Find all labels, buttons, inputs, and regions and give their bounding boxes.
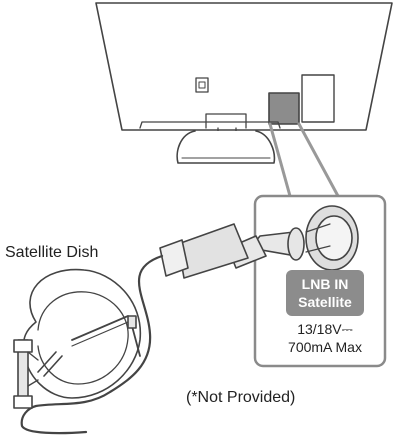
port-label-line-2: Satellite [298, 294, 352, 310]
lnb-in-port-badge: LNB IN Satellite [286, 270, 364, 316]
port-label-line-1: LNB IN [301, 276, 349, 292]
tv-port-highlight [268, 92, 300, 125]
f-connector-icon [159, 205, 359, 279]
satellite-dish-icon [13, 268, 142, 409]
satellite-dish-label: Satellite Dish [5, 244, 99, 261]
current-rating: 700mA Max [288, 339, 362, 355]
coax-cable [20, 254, 164, 435]
tv-rear-icon [95, 2, 393, 164]
voltage-rating: 13/18V⎓ [297, 321, 353, 337]
zoom-lines [268, 122, 340, 198]
not-provided-label: (*Not Provided) [186, 389, 296, 406]
